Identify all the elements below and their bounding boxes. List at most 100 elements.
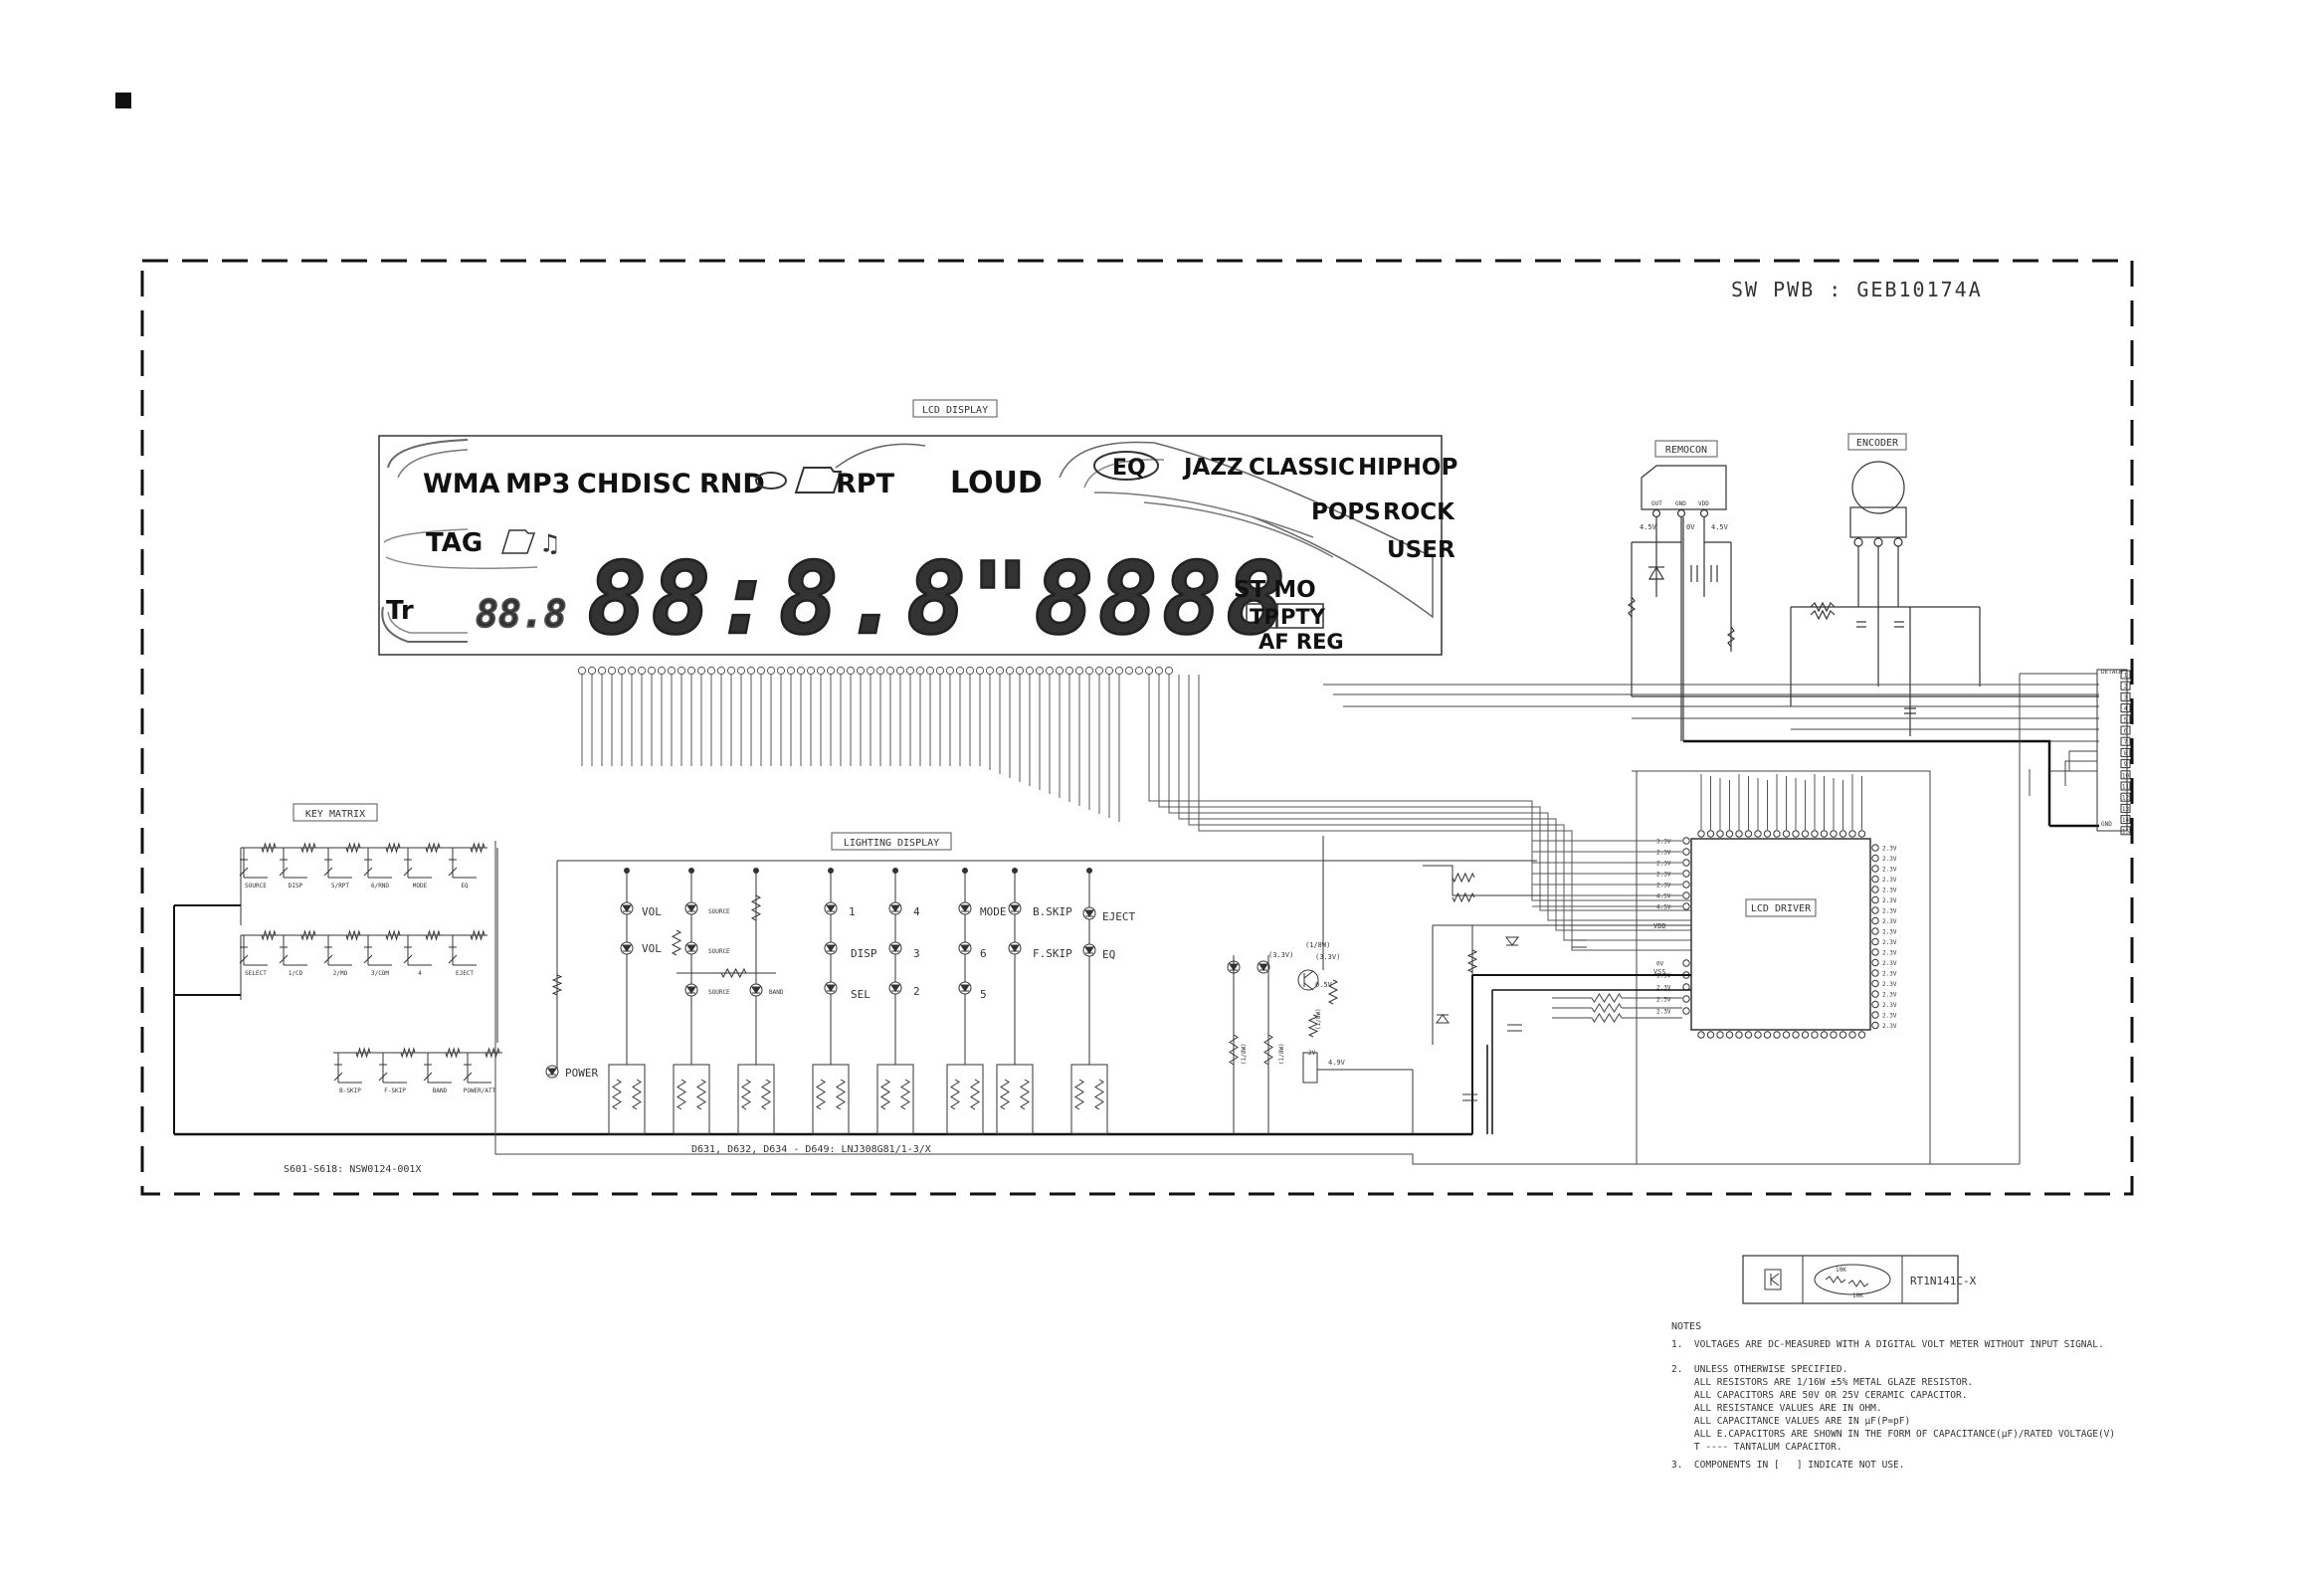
lcd-trace <box>1178 675 1691 931</box>
driver-pin-bottom <box>1811 1031 1819 1039</box>
driver-pin-bottom <box>1697 1031 1705 1039</box>
key-switch <box>423 1064 433 1082</box>
lcd-driver: LCD DRIVER 2.3V2.3V2.3V2.3V2.3V2.3V2.3V2… <box>1532 774 1897 1039</box>
led-label-source-3: SOURCE <box>708 989 730 996</box>
driver-pin-bottom <box>1735 1031 1743 1039</box>
driver-volt-left: 2.3V <box>1656 850 1671 857</box>
lcd-pin <box>766 666 776 676</box>
driver-pin-right <box>1871 895 1879 904</box>
connector-pin <box>2120 681 2131 691</box>
driver-pin-right <box>1871 990 1879 998</box>
key-label: BAND <box>433 1087 448 1094</box>
lcd-small-digits: 88.8 <box>476 592 567 636</box>
tr-volt-8: 4.9V <box>1328 1059 1346 1067</box>
lcd-seg-rpt: RPT <box>836 469 895 499</box>
lcd-seg-eq: EQ <box>1112 456 1146 481</box>
driver-pin-right <box>1871 886 1879 893</box>
lcd-pin <box>597 666 607 676</box>
driver-pin-top <box>1697 830 1705 838</box>
led-symbol <box>960 984 970 992</box>
driver-pin-bottom <box>1792 1031 1800 1039</box>
key-resistor <box>345 842 361 854</box>
lcd-pin <box>1005 666 1015 676</box>
connector-pin-number: 10 <box>2122 772 2130 779</box>
driver-volt-right: 2.3V <box>1882 971 1897 978</box>
led-resistor <box>612 1079 622 1110</box>
transistor-leads <box>1303 970 1314 991</box>
connector-pin-number: 9 <box>2124 761 2128 768</box>
led-driver-block <box>812 1064 850 1135</box>
connector-pin-number: 2 <box>2124 684 2128 691</box>
led-resistor <box>632 1079 642 1110</box>
led-resistor <box>671 929 682 956</box>
lcd-driver-label: LCD DRIVER <box>1751 903 1812 914</box>
connector-pin-number: 11 <box>2122 784 2130 791</box>
driver-pin-left <box>1682 983 1690 991</box>
notes-line-5: ALL RESISTANCE VALUES ARE IN OHM. <box>1671 1403 1882 1414</box>
driver-pin-bottom <box>1830 1031 1838 1039</box>
tr-volt-1: (3.3V) <box>1268 951 1293 959</box>
driver-pin-left <box>1682 870 1690 878</box>
lcd-pin <box>885 666 895 676</box>
connector-buses <box>1323 684 2099 828</box>
key-matrix-buses <box>173 841 1691 1165</box>
lcd-pin <box>816 666 826 676</box>
driver-volt-right: 2.3V <box>1882 918 1897 925</box>
lcd-seg-stereo: ST MO <box>1234 577 1316 603</box>
lcd-pin <box>965 666 975 676</box>
tr-diode <box>1505 936 1519 946</box>
lcd-pin <box>925 666 935 676</box>
corner-marker <box>115 93 131 108</box>
lcd-pin <box>1025 666 1035 676</box>
key-resistor <box>261 842 277 854</box>
remocon-label: REMOCON <box>1665 445 1707 456</box>
driver-volt-left: 2.3V <box>1656 861 1671 868</box>
transistor-symbol <box>1297 969 1319 991</box>
encoder-module <box>1790 461 1981 736</box>
lcd-pin <box>1144 666 1154 676</box>
lcd-pin <box>1134 666 1144 676</box>
key-switch <box>323 946 333 964</box>
lcd-trace <box>1148 675 1691 901</box>
lcd-eq-jazz: JAZZ <box>1182 455 1244 481</box>
key-matrix-part-note: S601-S618: NSW0124-001X <box>284 1164 421 1175</box>
driver-pin-bottom <box>1763 1031 1772 1039</box>
connector-pin-number: 15 <box>2122 828 2130 835</box>
key-resistor <box>345 929 361 941</box>
driver-pin-top <box>1801 830 1810 838</box>
lcd-pin <box>935 666 945 676</box>
connector-name: DETACH <box>2101 669 2123 676</box>
connector-pin <box>2120 815 2131 825</box>
connector-pin <box>2120 703 2131 713</box>
led-driver-block <box>876 1064 914 1135</box>
driver-pin-top <box>1763 830 1772 838</box>
lcd-pin <box>1094 666 1104 676</box>
connector-pin-number: 3 <box>2124 694 2128 701</box>
tr-volt-5: (1/8W) <box>1315 1008 1322 1030</box>
lcd-pin <box>1074 666 1084 676</box>
lcd-seg-ch: CH <box>577 469 619 499</box>
driver-pin-right <box>1871 937 1879 946</box>
led-symbol <box>751 986 761 994</box>
driver-volt-left: 3.3V <box>1656 839 1671 846</box>
tr-capacitor <box>1462 1093 1477 1101</box>
led-resistor <box>1074 1079 1084 1110</box>
connector-pin-number: 6 <box>2124 728 2128 735</box>
notes-line-1: 1. VOLTAGES ARE DC-MEASURED WITH A DIGIT… <box>1671 1339 2104 1350</box>
driver-resistor <box>1552 1003 1682 1013</box>
led-driver-block <box>946 1064 984 1135</box>
led-symbol <box>826 904 836 912</box>
lcd-pin <box>1015 666 1025 676</box>
lcd-pin <box>826 666 836 676</box>
pty-box <box>1276 603 1324 629</box>
key-label: B-SKIP <box>339 1087 361 1094</box>
lcd-eq-classic: CLASSIC <box>1249 455 1355 481</box>
tr-volt-3: (3.3V) <box>1315 953 1340 961</box>
key-switch <box>403 946 413 964</box>
lcd-pin <box>726 666 736 676</box>
driver-volt-right: 2.3V <box>1882 1013 1897 1020</box>
driver-pin-right <box>1871 958 1879 967</box>
key-switch <box>378 1064 388 1082</box>
led-symbol <box>1010 904 1020 912</box>
driver-pin-left <box>1682 1007 1690 1015</box>
